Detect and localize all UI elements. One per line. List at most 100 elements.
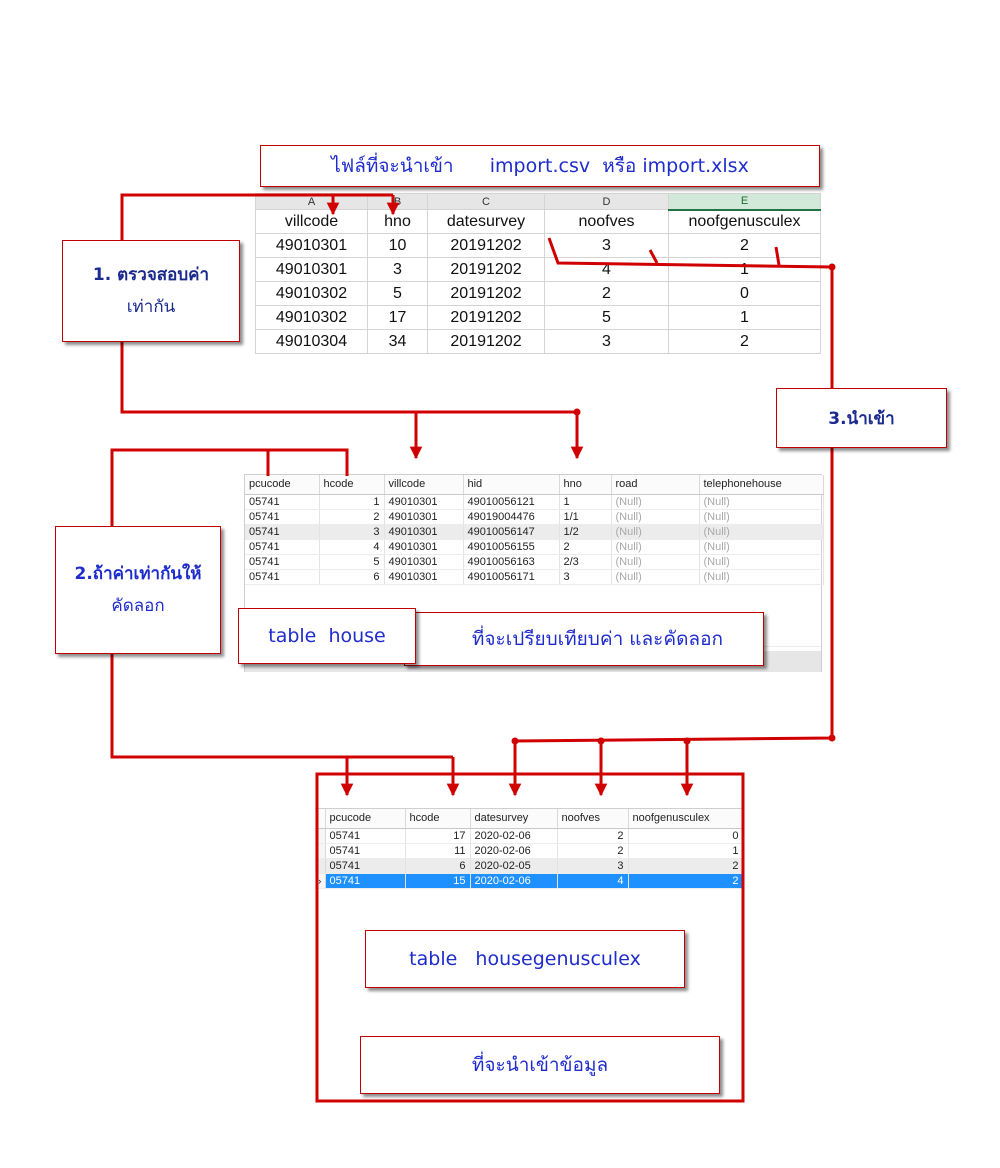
excel-col-letter-selected[interactable]: E [668, 193, 821, 211]
table-cell[interactable]: 49019004476 [463, 509, 560, 525]
column-header[interactable]: villcode [384, 475, 464, 495]
excel-cell[interactable]: 49010301 [255, 233, 368, 258]
table-cell[interactable]: 49010301 [384, 524, 464, 540]
table-cell[interactable]: 05741 [325, 828, 406, 844]
table-cell[interactable]: 49010301 [384, 554, 464, 570]
excel-cell[interactable]: 20191202 [427, 257, 545, 282]
table-cell[interactable]: 2 [557, 843, 629, 859]
table-cell[interactable]: 49010056155 [463, 539, 560, 555]
excel-cell[interactable]: 2 [544, 281, 669, 306]
table-row[interactable]: 05741 17 2020-02-06 2 0 [315, 828, 744, 844]
table-cell[interactable]: 11 [405, 843, 471, 859]
column-header[interactable]: pcucode [325, 809, 406, 829]
excel-cell[interactable]: 49010304 [255, 329, 368, 354]
table-cell[interactable]: 3 [559, 569, 612, 585]
row-indicator[interactable] [315, 843, 326, 859]
excel-cell[interactable]: 0 [668, 281, 821, 306]
table-cell[interactable]: (Null) [699, 569, 824, 585]
table-cell[interactable]: 2 [628, 873, 744, 889]
table-cell[interactable]: 1 [319, 494, 385, 510]
excel-cell[interactable]: 5 [367, 281, 428, 306]
excel-cell[interactable]: 17 [367, 305, 428, 330]
table-cell[interactable]: 49010301 [384, 569, 464, 585]
column-header[interactable]: noofgenusculex [628, 809, 744, 829]
table-cell[interactable]: 5 [319, 554, 385, 570]
table-cell[interactable]: 05741 [245, 494, 320, 510]
excel-cell[interactable]: 3 [544, 329, 669, 354]
table-cell[interactable]: (Null) [611, 554, 700, 570]
excel-col-letter[interactable]: C [427, 193, 545, 210]
table-cell[interactable]: 2 [628, 858, 744, 874]
table-cell[interactable]: 49010056121 [463, 494, 560, 510]
table-cell[interactable]: 2/3 [559, 554, 612, 570]
table-cell[interactable]: 49010301 [384, 539, 464, 555]
excel-cell[interactable]: 2 [668, 233, 821, 258]
table-row[interactable]: 05741 6 2020-02-05 3 2 [315, 858, 744, 874]
table-cell[interactable]: 49010301 [384, 494, 464, 510]
table-cell[interactable]: (Null) [611, 494, 700, 510]
table-cell[interactable]: 6 [405, 858, 471, 874]
table-cell[interactable]: 49010056171 [463, 569, 560, 585]
excel-cell[interactable]: 20191202 [427, 305, 545, 330]
excel-cell[interactable]: 20191202 [427, 281, 545, 306]
excel-cell[interactable]: 2 [668, 329, 821, 354]
table-row[interactable]: 05741 11 2020-02-06 2 1 [315, 843, 744, 859]
table-row[interactable]: 05741 4 49010301 49010056155 2 (Null) (N… [245, 539, 824, 555]
table-row[interactable]: 05741 5 49010301 49010056163 2/3 (Null) … [245, 554, 824, 570]
table-cell[interactable]: 49010056147 [463, 524, 560, 540]
table-cell[interactable]: (Null) [611, 509, 700, 525]
table-cell[interactable]: 17 [405, 828, 471, 844]
table-cell[interactable]: 2020-02-06 [470, 873, 558, 889]
table-cell[interactable]: 1/2 [559, 524, 612, 540]
table-cell[interactable]: 4 [319, 539, 385, 555]
column-header[interactable]: telephonehouse [699, 475, 824, 495]
table-row[interactable]: 05741 1 49010301 49010056121 1 (Null) (N… [245, 494, 824, 510]
excel-cell[interactable]: 5 [544, 305, 669, 330]
row-indicator-arrow-icon[interactable]: › [315, 873, 326, 889]
column-header[interactable]: datesurvey [470, 809, 558, 829]
excel-cell[interactable]: 20191202 [427, 329, 545, 354]
column-header[interactable]: hcode [405, 809, 471, 829]
table-cell[interactable]: (Null) [699, 494, 824, 510]
column-header[interactable]: noofves [557, 809, 629, 829]
table-cell[interactable]: 05741 [325, 873, 406, 889]
row-indicator[interactable] [315, 858, 326, 874]
table-cell[interactable]: 4 [557, 873, 629, 889]
table-cell[interactable]: (Null) [611, 569, 700, 585]
table-row[interactable]: 05741 6 49010301 49010056171 3 (Null) (N… [245, 569, 824, 585]
table-cell[interactable]: 05741 [245, 569, 320, 585]
table-cell[interactable]: 3 [319, 524, 385, 540]
table-cell[interactable]: 05741 [325, 843, 406, 859]
table-cell[interactable]: 2 [559, 539, 612, 555]
table-cell[interactable]: 3 [557, 858, 629, 874]
table-cell[interactable]: 2 [557, 828, 629, 844]
table-cell[interactable]: 2020-02-05 [470, 858, 558, 874]
table-cell[interactable]: (Null) [699, 524, 824, 540]
table-cell[interactable]: 1/1 [559, 509, 612, 525]
excel-cell[interactable]: 49010301 [255, 257, 368, 282]
table-cell[interactable]: 1 [559, 494, 612, 510]
table-cell[interactable]: 05741 [245, 554, 320, 570]
table-cell[interactable]: (Null) [699, 554, 824, 570]
table-cell[interactable]: 15 [405, 873, 471, 889]
table-row[interactable]: 05741 3 49010301 49010056147 1/2 (Null) … [245, 524, 824, 540]
table-cell[interactable]: 2020-02-06 [470, 843, 558, 859]
excel-cell[interactable]: 34 [367, 329, 428, 354]
table-row[interactable]: 05741 2 49010301 49019004476 1/1 (Null) … [245, 509, 824, 525]
table-cell[interactable]: 49010301 [384, 509, 464, 525]
table-cell[interactable]: 05741 [245, 539, 320, 555]
table-cell[interactable]: 2 [319, 509, 385, 525]
table-cell[interactable]: (Null) [611, 524, 700, 540]
excel-cell[interactable]: 20191202 [427, 233, 545, 258]
row-indicator[interactable] [315, 828, 326, 844]
table-cell[interactable]: 05741 [325, 858, 406, 874]
column-header[interactable]: hno [559, 475, 612, 495]
table-cell[interactable]: 2020-02-06 [470, 828, 558, 844]
column-header[interactable]: road [611, 475, 700, 495]
column-header[interactable]: hcode [319, 475, 385, 495]
table-cell[interactable]: 05741 [245, 509, 320, 525]
table-cell[interactable]: 49010056163 [463, 554, 560, 570]
column-header[interactable]: hid [463, 475, 560, 495]
column-header[interactable]: pcucode [245, 475, 320, 495]
table-cell[interactable]: 05741 [245, 524, 320, 540]
